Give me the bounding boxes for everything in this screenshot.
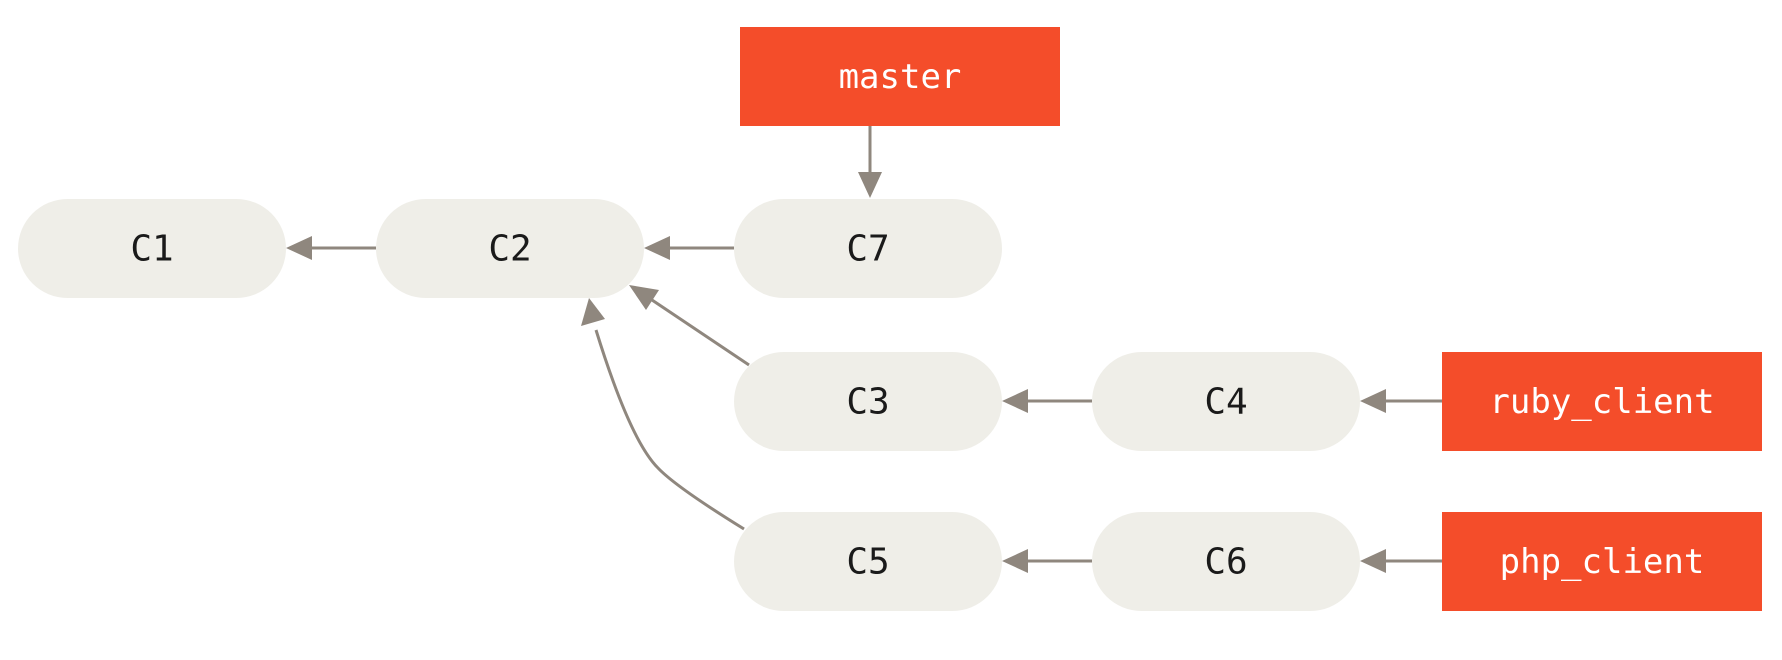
- commit-c3: C3: [734, 352, 1002, 451]
- arrowhead-icon: [1002, 389, 1028, 413]
- branch-label: php_client: [1500, 542, 1705, 582]
- commit-label: C6: [1204, 542, 1247, 583]
- commit-c4: C4: [1092, 352, 1360, 451]
- commit-label: C3: [846, 382, 889, 423]
- edge-c3-to-c2: [651, 298, 750, 367]
- commit-label: C2: [488, 229, 531, 270]
- commit-c2: C2: [376, 199, 644, 298]
- commit-c5: C5: [734, 512, 1002, 611]
- commit-label: C1: [130, 229, 173, 270]
- edge-c5-to-c2: [594, 329, 745, 531]
- arrowhead-icon: [286, 236, 312, 260]
- edges: [286, 126, 1442, 573]
- commit-c1: C1: [18, 199, 286, 298]
- commit-label: C7: [846, 229, 889, 270]
- branch-ruby-client: ruby_client: [1442, 352, 1762, 451]
- arrowhead-icon: [1002, 549, 1028, 573]
- arrowhead-icon: [858, 172, 882, 198]
- commit-c7: C7: [734, 199, 1002, 298]
- arrowhead-icon: [629, 285, 659, 310]
- commit-label: C4: [1204, 382, 1247, 423]
- commit-c6: C6: [1092, 512, 1360, 611]
- branch-php-client: php_client: [1442, 512, 1762, 611]
- arrowhead-icon: [1360, 389, 1386, 413]
- arrowhead-icon: [644, 236, 670, 260]
- branch-master: master: [740, 27, 1060, 126]
- arrowhead-icon: [581, 298, 605, 326]
- commit-label: C5: [846, 542, 889, 583]
- branch-label: master: [839, 57, 962, 97]
- branch-label: ruby_client: [1489, 382, 1714, 422]
- arrowhead-icon: [1360, 549, 1386, 573]
